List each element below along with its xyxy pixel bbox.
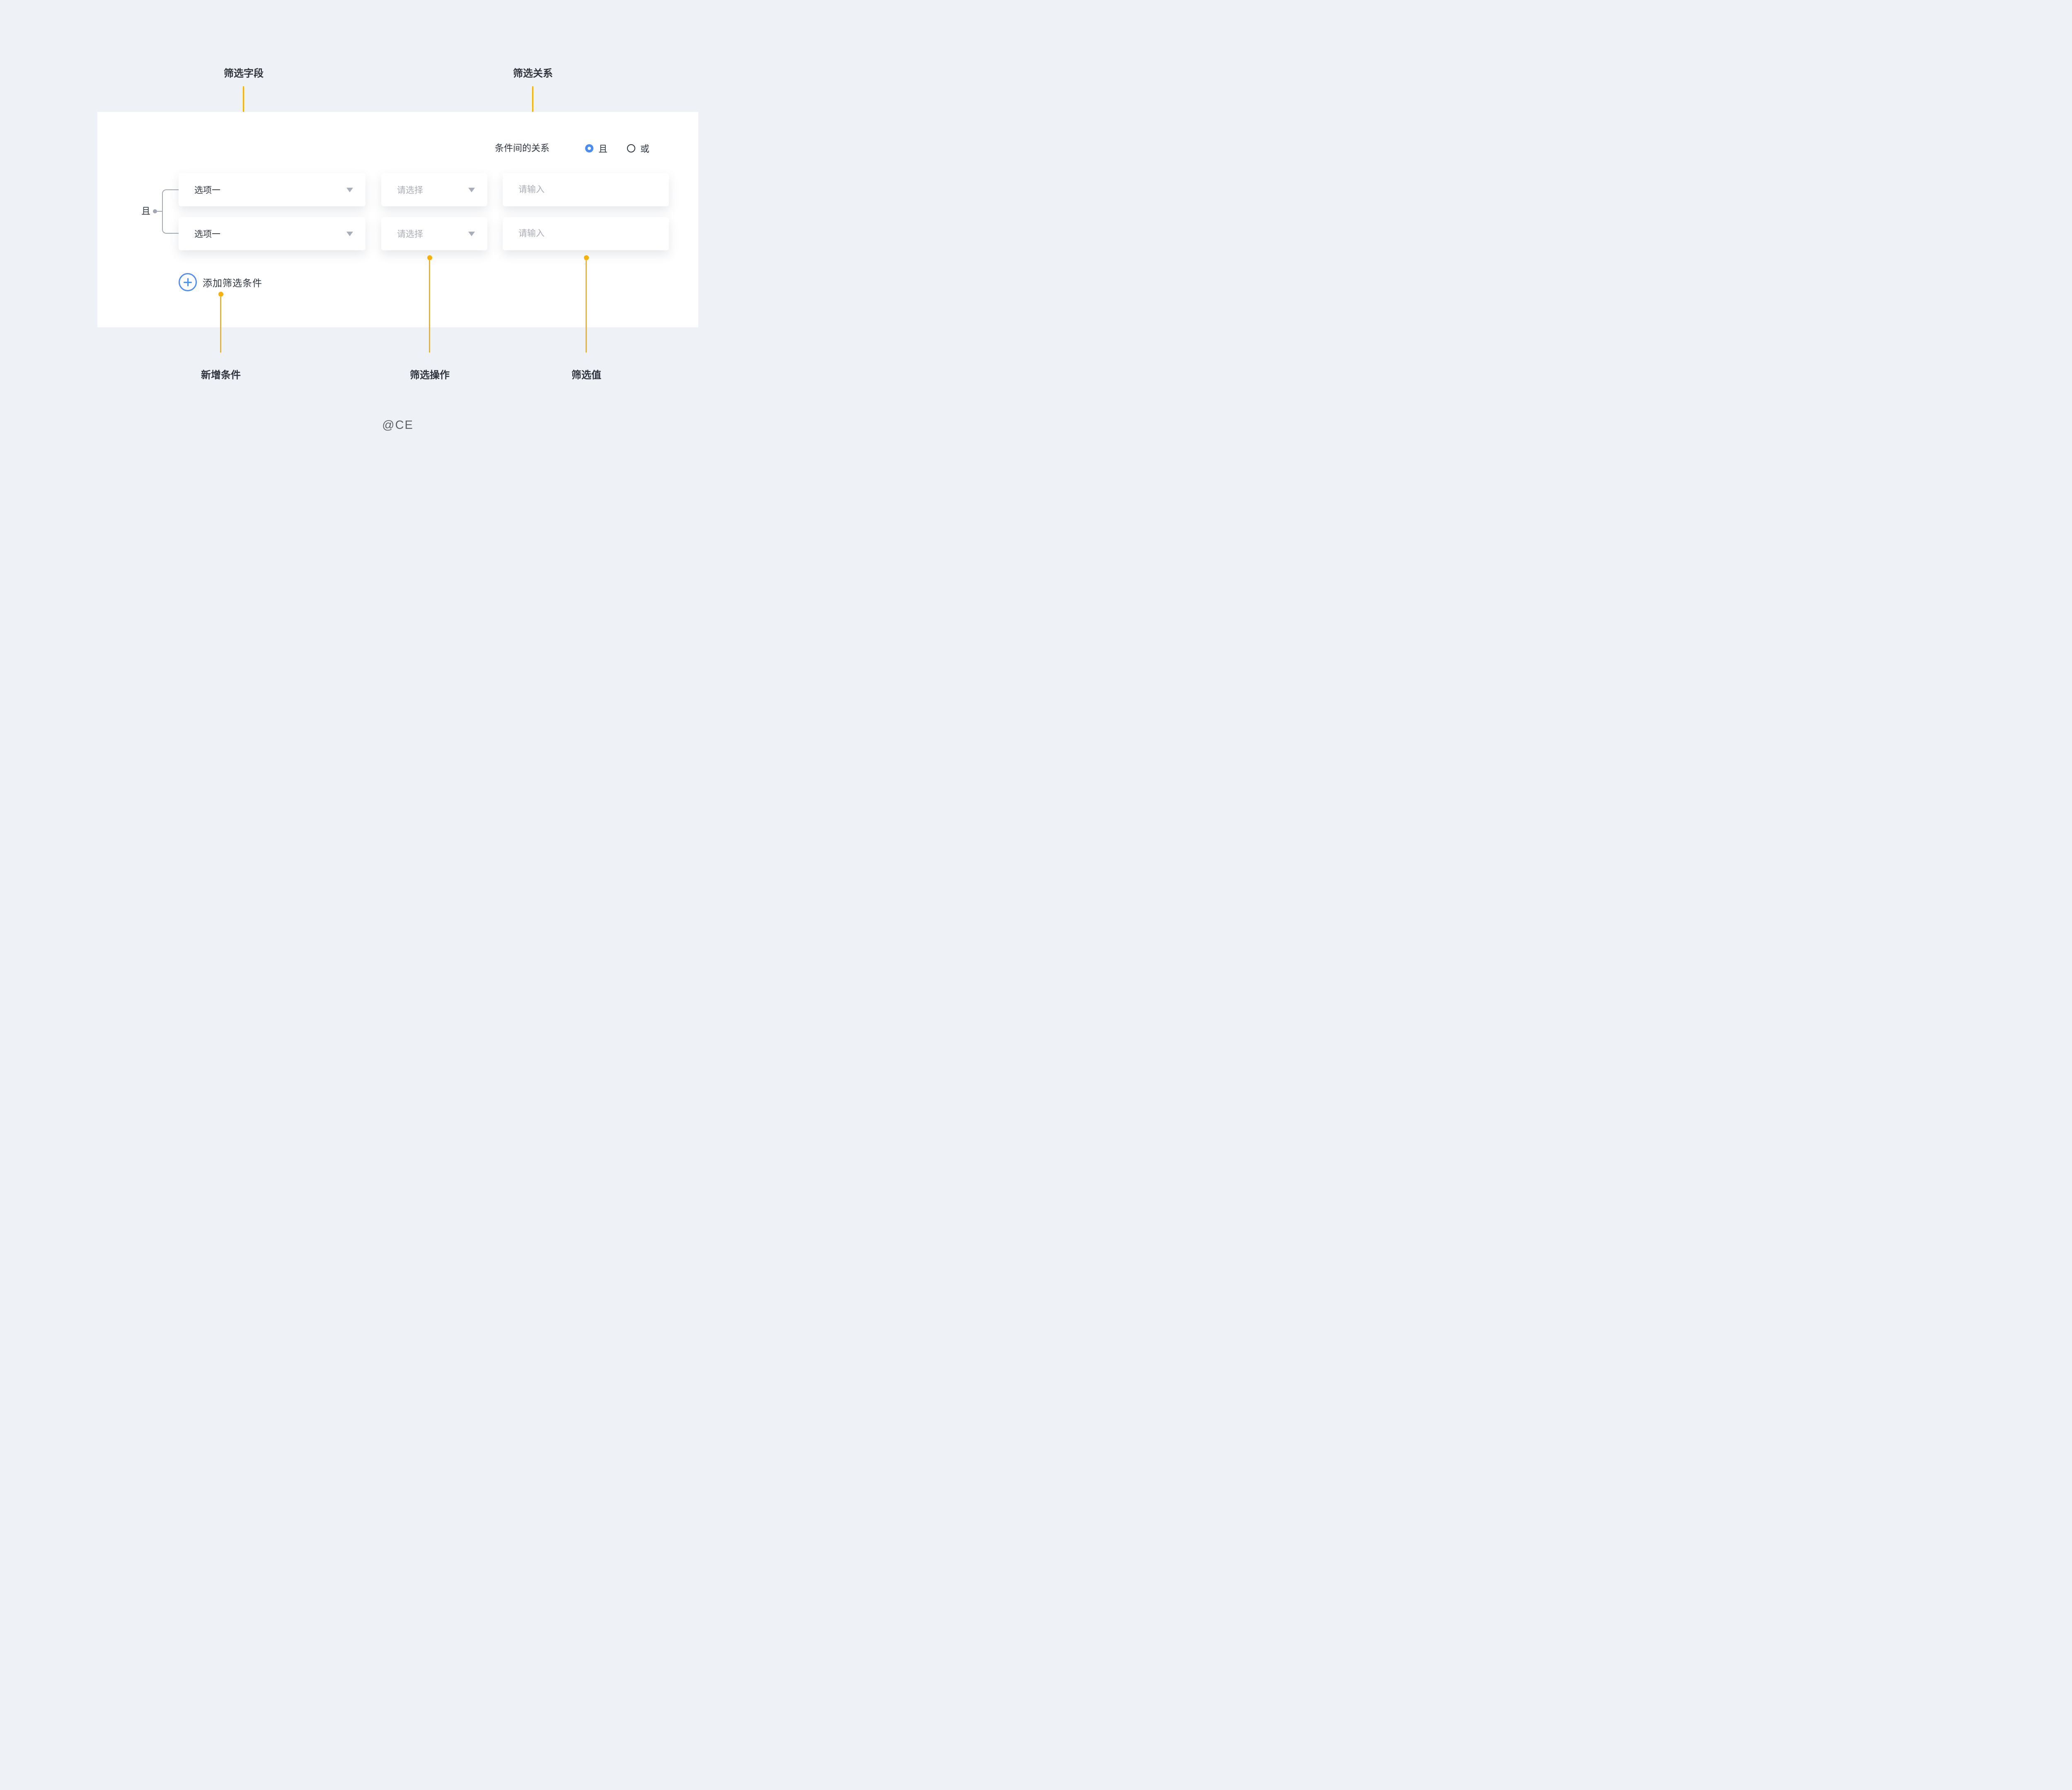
radio-selected-icon[interactable] [585,144,593,152]
operator-select-row1-placeholder: 请选择 [397,186,423,195]
annotation-label-filter-value: 筛选值 [571,370,601,381]
field-select-row2[interactable]: 选项一 [179,217,366,250]
connector-stub [157,211,162,212]
annotation-line-filter-value [586,260,587,353]
field-select-row2-value: 选项一 [194,230,220,239]
caret-down-icon [468,232,475,236]
annotation-label-filter-field: 筛选字段 [224,68,264,79]
annotation-label-add-condition: 新增条件 [201,370,241,381]
annotation-dot-filter-value [584,255,589,260]
field-select-row1-value: 选项一 [194,186,220,195]
caret-down-icon [346,232,353,236]
radio-option-and-label: 且 [598,144,608,154]
annotation-dot-filter-operation [427,255,432,260]
add-condition-button[interactable]: 添加筛选条件 [179,273,262,291]
radio-option-or[interactable]: 或 [627,142,649,155]
operator-select-row2[interactable]: 请选择 [381,217,487,250]
field-select-row1[interactable]: 选项一 [179,173,366,206]
annotation-line-filter-operation [429,260,430,353]
group-operator-label: 且 [141,206,150,216]
connector-dot [153,209,157,213]
operator-select-row1[interactable]: 请选择 [381,173,487,206]
add-condition-button-label: 添加筛选条件 [203,278,262,288]
annotation-label-filter-relation: 筛选关系 [513,68,553,79]
value-input-row1[interactable] [503,173,669,206]
annotation-line-filter-relation [532,86,533,133]
radio-unselected-icon[interactable] [627,144,635,152]
radio-option-or-label: 或 [640,144,650,154]
operator-select-row2-placeholder: 请选择 [397,230,423,239]
value-input-row2[interactable] [503,217,669,250]
caret-down-icon [468,188,475,192]
group-bracket [162,189,179,234]
canvas: 筛选字段 筛选关系 条件间的关系 且 或 且 选项一 请选择 选项一 请选择 [0,0,796,448]
plus-circle-icon [179,273,197,291]
annotation-dot-add-condition [218,292,223,297]
watermark: @CE [382,418,414,432]
relation-label: 条件间的关系 [495,143,550,153]
caret-down-icon [346,188,353,192]
radio-option-and[interactable]: 且 [585,142,608,155]
annotation-label-filter-operation: 筛选操作 [410,370,450,381]
annotation-line-add-condition [220,297,221,353]
